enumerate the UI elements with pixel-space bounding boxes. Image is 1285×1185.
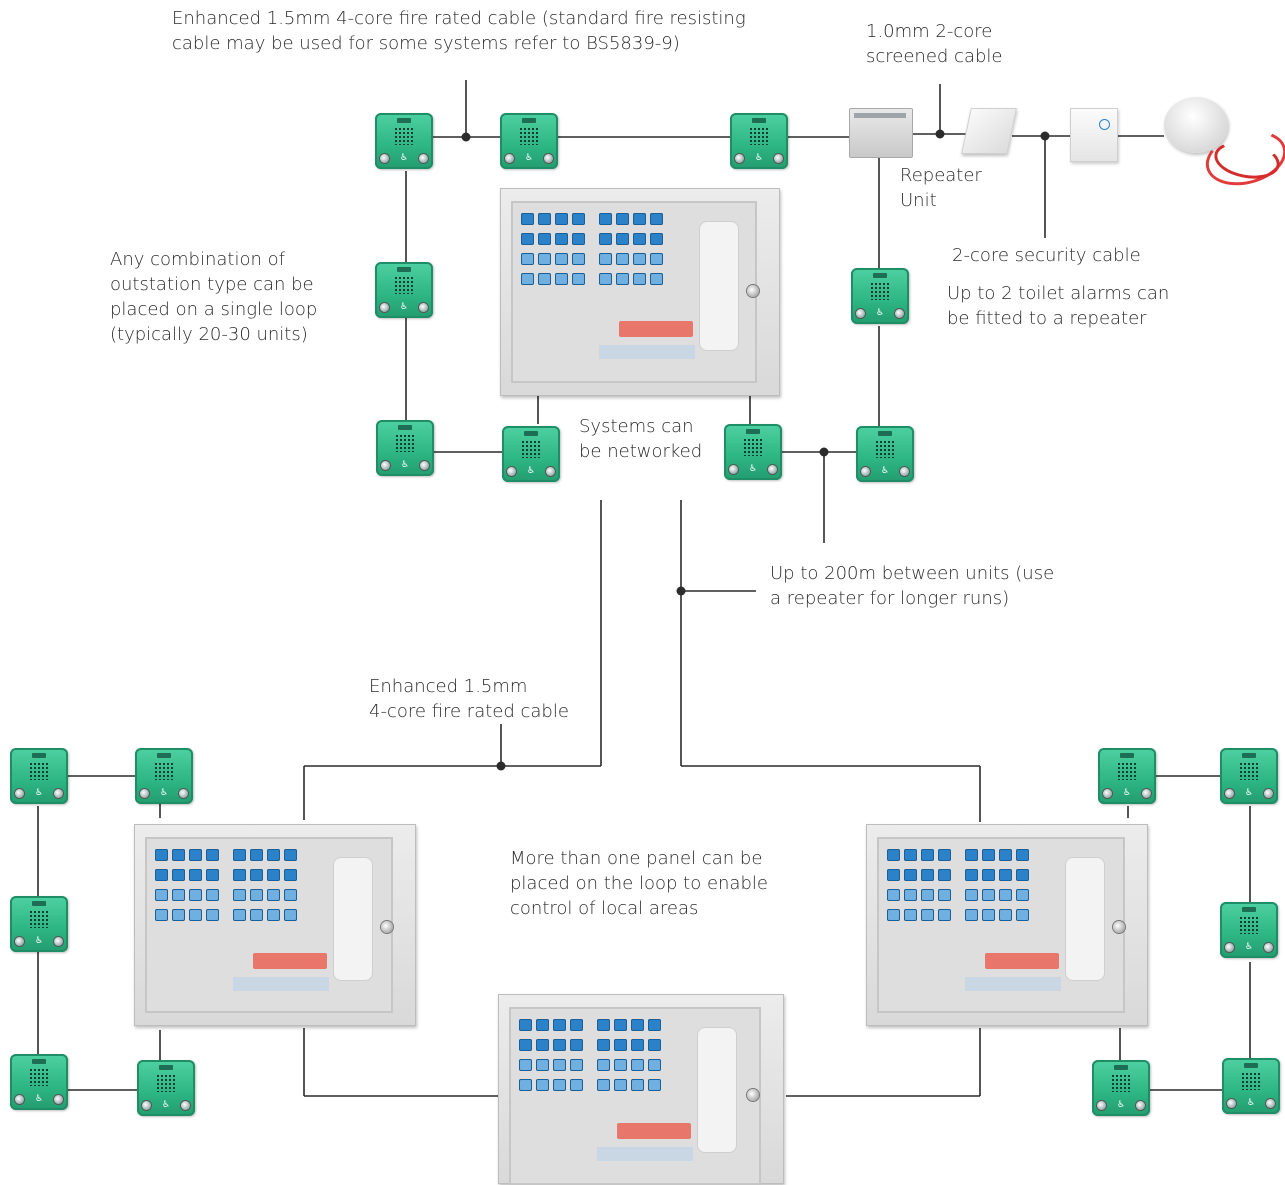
- reset-unit-icon: [1070, 108, 1118, 162]
- repeater-unit-icon: [849, 108, 913, 158]
- outstation-icon: ♿: [376, 420, 434, 476]
- screened-cable-label: 1.0mm 2-core screened cable: [866, 21, 1003, 67]
- outstation-icon: ♿: [730, 113, 788, 169]
- key-lock-icon: [1113, 921, 1125, 933]
- distance-label: Up to 200m between units (use a repeater…: [770, 563, 1055, 609]
- security-cable-label: 2-core security cable: [952, 245, 1141, 266]
- outstation-icon: ♿: [1098, 748, 1156, 804]
- any-combination-label: Any combination of outstation type can b…: [110, 249, 318, 345]
- outstation-icon: ♿: [856, 426, 914, 482]
- outstation-icon: ♿: [1222, 1058, 1280, 1114]
- outstation-icon: ♿: [500, 113, 558, 169]
- outstation-icon: ♿: [10, 748, 68, 804]
- outstation-icon: ♿: [375, 262, 433, 318]
- more-than-one-panel-label: More than one panel can be placed on the…: [510, 848, 768, 919]
- key-lock-icon: [747, 1089, 759, 1101]
- control-panel-right: [866, 824, 1148, 1026]
- outstation-icon: ♿: [375, 113, 433, 169]
- outstation-icon: ♿: [10, 896, 68, 952]
- outstation-icon: ♿: [1220, 902, 1278, 958]
- toilet-alarms-label: Up to 2 toilet alarms can be fitted to a…: [947, 283, 1170, 329]
- control-panel-bottom: [498, 994, 784, 1185]
- control-panel-main: [500, 188, 780, 396]
- pull-cord-switch-icon: [961, 108, 1017, 154]
- top-cable-label: Enhanced 1.5mm 4-core fire rated cable (…: [172, 8, 746, 54]
- outstation-icon: ♿: [137, 1060, 195, 1116]
- key-lock-icon: [381, 921, 393, 933]
- outstation-icon: ♿: [10, 1054, 68, 1110]
- ceiling-pull-cord-icon: [1164, 97, 1228, 153]
- networked-label: Systems can be networked: [579, 416, 703, 462]
- outstation-icon: ♿: [502, 426, 560, 482]
- outstation-icon: ♿: [135, 748, 193, 804]
- outstation-icon: ♿: [1092, 1060, 1150, 1116]
- key-lock-icon: [747, 285, 759, 297]
- bottom-cable-label: Enhanced 1.5mm 4-core fire rated cable: [369, 676, 569, 722]
- control-panel-left: [134, 824, 416, 1026]
- outstation-icon: ♿: [724, 424, 782, 480]
- outstation-icon: ♿: [1220, 748, 1278, 804]
- repeater-unit-label: Repeater Unit: [900, 165, 982, 211]
- outstation-icon: ♿: [851, 268, 909, 324]
